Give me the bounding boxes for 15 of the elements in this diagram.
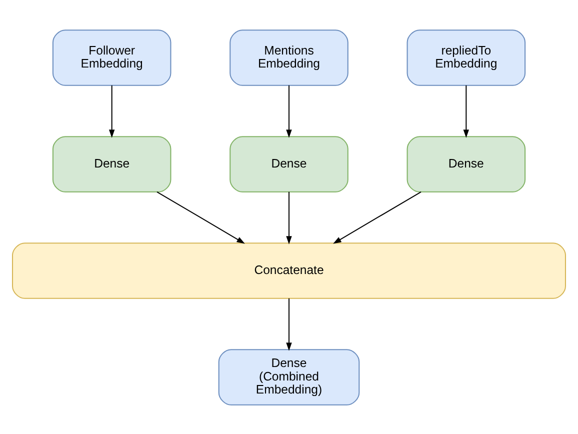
arrow [463, 84, 470, 138]
arrow [156, 190, 245, 244]
node-box: Follower Embedding [52, 29, 172, 86]
node-box: Dense [406, 136, 526, 192]
node-box: Dense [52, 136, 172, 192]
arrow [108, 84, 115, 138]
arrow [286, 84, 292, 138]
arrow [286, 298, 292, 350]
arrow [333, 190, 422, 244]
arrow [286, 191, 292, 244]
node-box: Mentions Embedding [230, 29, 348, 86]
node-box: Dense (Combined Embedding) [218, 348, 360, 405]
node-box: repliedTo Embedding [406, 29, 526, 86]
node-box: Concatenate [12, 242, 566, 298]
node-box: Dense [230, 136, 348, 192]
